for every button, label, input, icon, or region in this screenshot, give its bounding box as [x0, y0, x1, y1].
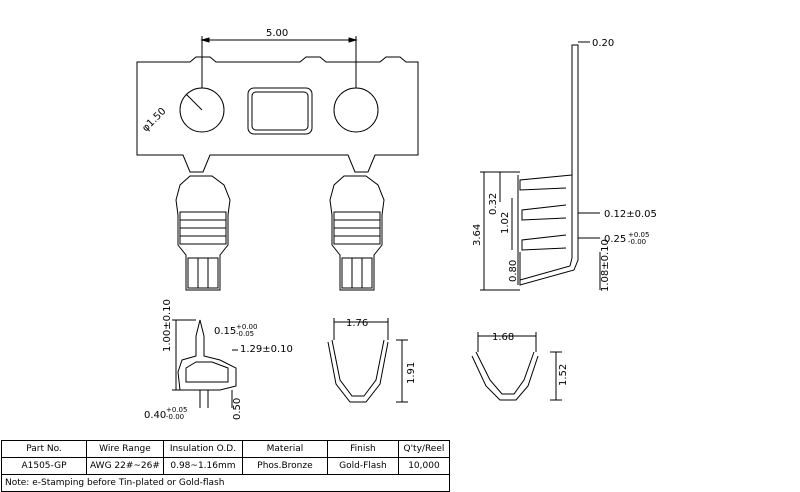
detail-view: [172, 319, 238, 408]
dim-detail-top: 0.15: [214, 326, 236, 337]
header-part-no: Part No.: [1, 440, 87, 458]
terminal-right: [329, 175, 385, 291]
dim-upper-span: 0.32: [488, 193, 499, 215]
cell-finish: Gold-Flash: [326, 457, 399, 475]
dim-inner-span: 1.02: [500, 212, 511, 234]
cell-insulation: 0.98~1.16mm: [162, 457, 243, 475]
dim-u1-height: 1.91: [406, 362, 417, 384]
table-header-row: Part No. Wire Range Insulation O.D. Mate…: [1, 440, 450, 458]
dim-pitch: 5.00: [266, 28, 288, 39]
dim-u2-width: 1.68: [492, 332, 514, 343]
dim-overall-height: 3.64: [472, 224, 483, 246]
header-qty-reel: Q'ty/Reel: [397, 440, 450, 458]
u-profile-small: [471, 332, 562, 401]
dim-u1-width: 1.76: [346, 318, 368, 329]
header-material: Material: [241, 440, 328, 458]
cell-qty-reel: 10,000: [397, 457, 450, 475]
dim-detail-top-plus: +0.00: [236, 323, 257, 331]
dim-lower-span: 0.80: [508, 260, 519, 282]
terminal-left: [175, 175, 231, 291]
front-view: [136, 36, 419, 291]
dim-detail-pin-plus: +0.05: [166, 406, 187, 414]
dim-thickness: 0.20: [592, 38, 614, 49]
cell-part-no: A1505-GP: [1, 457, 87, 475]
table-row: A1505-GP AWG 22#~26# 0.98~1.16mm Phos.Br…: [1, 457, 450, 475]
cell-material: Phos.Bronze: [241, 457, 328, 475]
u-profile-large: [327, 318, 408, 403]
dim-u2-height: 1.52: [558, 364, 569, 386]
header-insulation: Insulation O.D.: [162, 440, 243, 458]
dim-detail-width: 1.29±0.10: [240, 344, 293, 355]
header-finish: Finish: [326, 440, 399, 458]
dim-detail-pin: 0.40: [144, 410, 166, 421]
dim-detail-height: 1.00±0.10: [162, 299, 173, 352]
dim-gap-b: 0.25: [604, 234, 626, 245]
dim-gap-b-minus: -0.00: [628, 238, 646, 246]
dim-lower-height: 1.08±0.10: [600, 239, 611, 292]
dim-gap-a: 0.12±0.05: [604, 209, 657, 220]
spec-table: Part No. Wire Range Insulation O.D. Mate…: [1, 440, 450, 492]
dim-gap-b-plus: +0.05: [628, 231, 649, 239]
dim-detail-pin-minus: -0.00: [166, 413, 184, 421]
slot: [247, 87, 313, 135]
pilot-hole-right: [333, 87, 379, 133]
dim-detail-top-minus: -0.05: [236, 330, 254, 338]
side-view: [480, 41, 601, 291]
header-wire-range: Wire Range: [86, 440, 164, 458]
dim-detail-pin-height: 0.50: [232, 398, 243, 420]
dim-hole-diameter: φ1.50: [140, 106, 168, 134]
cell-wire-range: AWG 22#~26#: [86, 457, 164, 475]
carrier-strip: [136, 56, 419, 173]
